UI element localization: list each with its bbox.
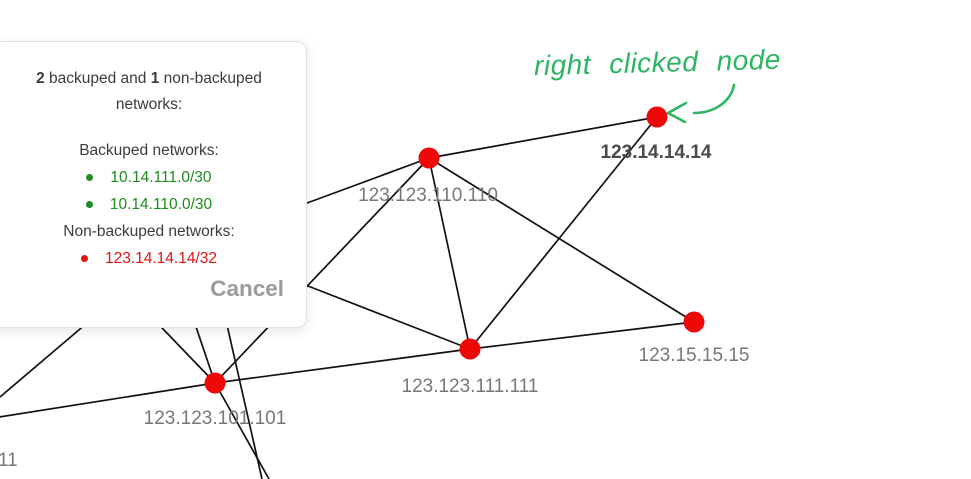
graph-edge xyxy=(0,382,216,418)
cancel-button[interactable]: Cancel xyxy=(210,276,284,301)
graph-node-label: 123.14.14.14 xyxy=(601,142,712,163)
graph-edge xyxy=(214,348,471,384)
graph-node-label: 123.123.111.111 xyxy=(402,376,539,397)
green-bullet-icon xyxy=(85,201,93,208)
graph-node-labels: 123.14.14.14 123.123.110.110 123.15.15.15 1… xyxy=(0,142,749,471)
graph-edge xyxy=(428,116,658,159)
graph-node-label-partial: 11 xyxy=(0,450,18,471)
network-address: 10.14.111.0/30 xyxy=(110,169,212,186)
list-item-nonbackuped-network: 123.14.14.14/32 xyxy=(0,245,306,272)
backup-info-popup: 2 backuped and 1 non-backuped networks: … xyxy=(0,41,307,328)
graph-edge xyxy=(307,285,471,350)
nonbackuped-networks-list: 123.14.14.14/32 xyxy=(0,245,306,272)
red-bullet-icon xyxy=(80,255,88,262)
annotation-text: right clicked node xyxy=(533,43,782,82)
graph-nodes xyxy=(204,106,705,394)
nonbackuped-networks-header: Non-backuped networks: xyxy=(63,223,235,240)
graph-edge xyxy=(214,382,270,479)
graph-edge xyxy=(469,116,658,350)
graph-edge xyxy=(428,157,695,323)
graph-edge xyxy=(428,157,471,350)
network-address: 123.14.14.14/32 xyxy=(104,250,218,267)
graph-node-label: 123.15.15.15 xyxy=(639,345,750,366)
graph-node-label: 123.123.101.101 xyxy=(144,408,287,429)
backuped-count: 2 xyxy=(36,70,45,87)
annotation-arrow-icon xyxy=(666,83,736,124)
nonbackuped-count: 1 xyxy=(150,70,160,87)
graph-edge xyxy=(214,157,430,384)
graph-node-label: 123.123.110.110 xyxy=(358,185,498,206)
network-address: 10.14.110.0/30 xyxy=(109,196,213,213)
graph-edge xyxy=(469,321,695,350)
backuped-networks-list: 10.14.111.0/30 10.14.110.0/30 xyxy=(0,164,306,218)
graph-node-123.123.110.110[interactable] xyxy=(418,147,440,169)
graph-node-123.123.101.101[interactable] xyxy=(204,372,226,394)
backuped-networks-header: Backuped networks: xyxy=(79,142,219,159)
green-bullet-icon xyxy=(86,174,94,181)
graph-edges xyxy=(0,116,695,479)
graph-node-123.123.111.111[interactable] xyxy=(459,338,481,360)
graph-node-123.15.15.15[interactable] xyxy=(683,311,705,333)
list-item-backuped-network: 10.14.110.0/30 xyxy=(0,191,306,218)
popup-summary: 2 backuped and 1 non-backuped networks: xyxy=(36,70,262,113)
graph-node-123.14.14.14[interactable] xyxy=(646,106,668,128)
list-item-backuped-network: 10.14.111.0/30 xyxy=(0,164,306,191)
